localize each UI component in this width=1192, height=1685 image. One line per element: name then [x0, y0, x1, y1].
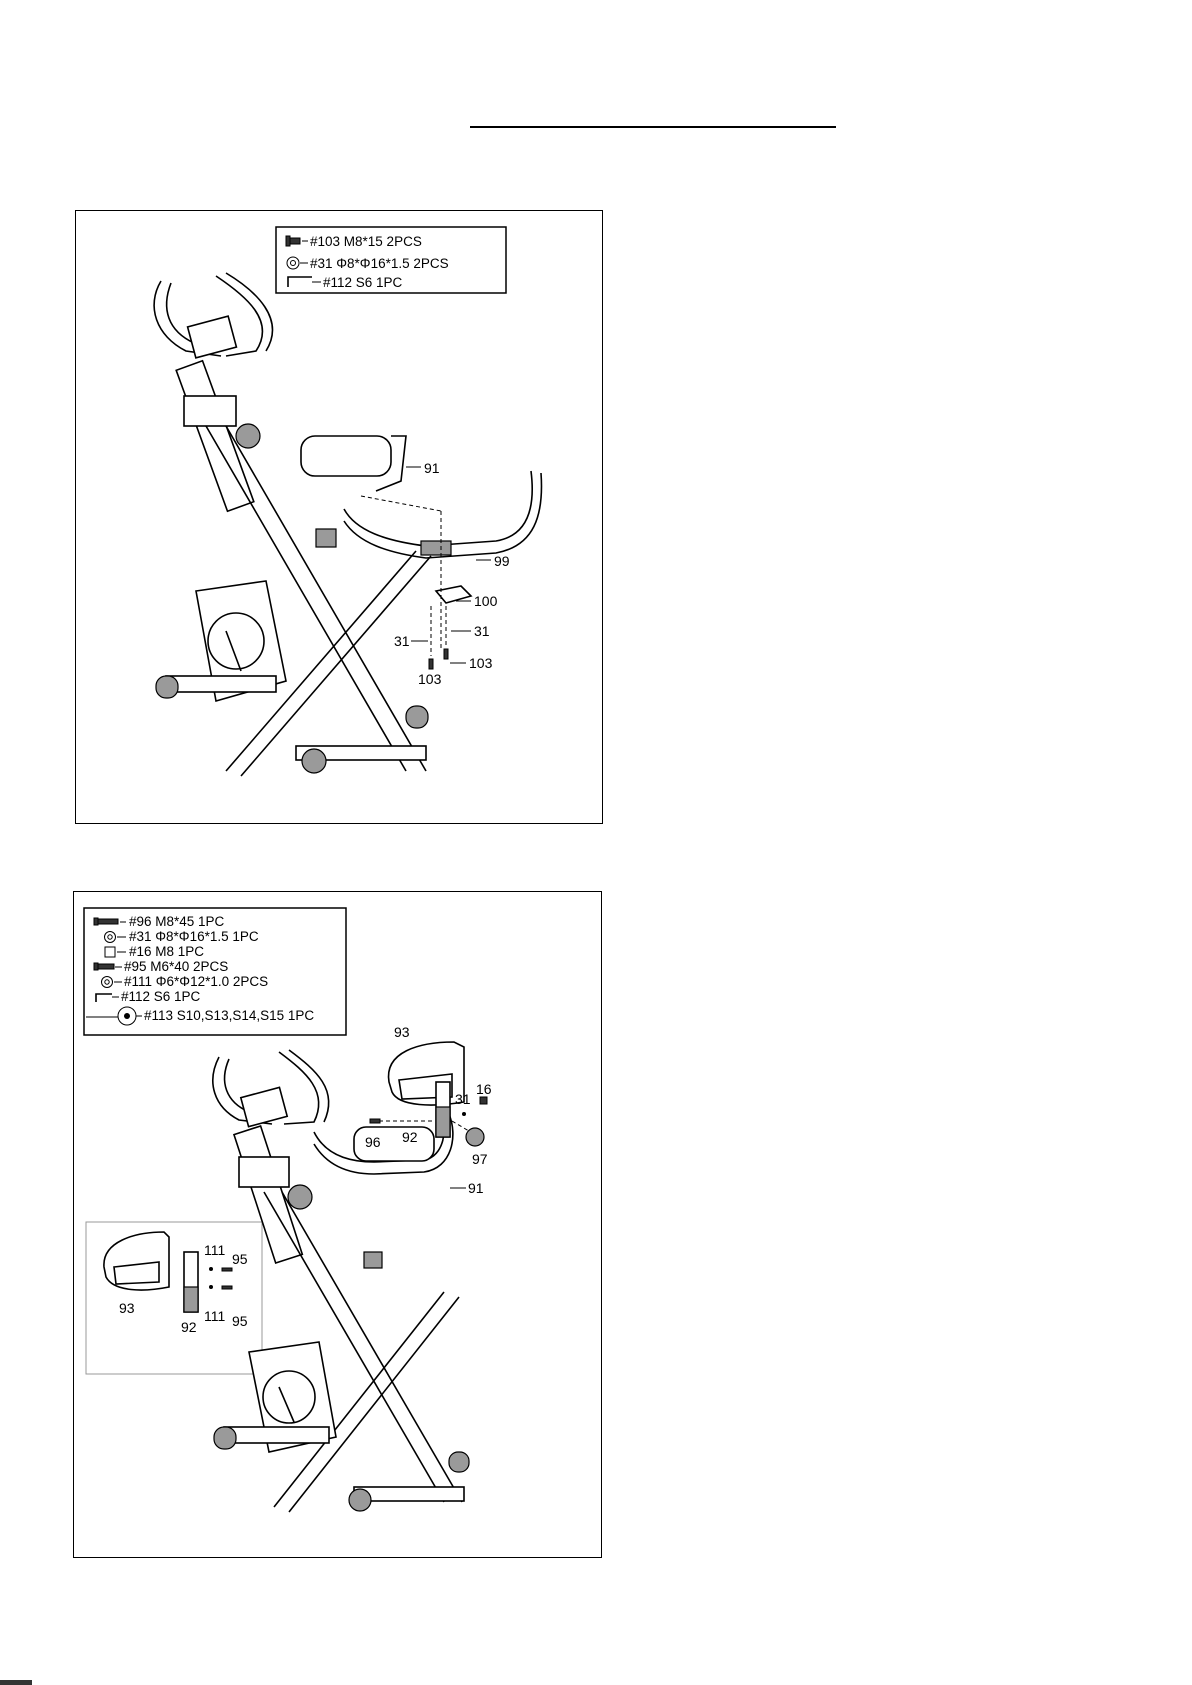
inset-callout-95-bottom: 95 [232, 1313, 248, 1329]
hardware-item-113: #113 S10,S13,S14,S15 1PC [144, 1008, 314, 1023]
bolt-icon [94, 963, 114, 970]
inset-callout-111-top: 111 [204, 1242, 225, 1258]
hardware-item-112: #112 S6 1PC [121, 989, 201, 1004]
hardware-item-96: #96 M8*45 1PC [129, 914, 225, 929]
nut-icon [105, 947, 115, 957]
callout-92: 92 [402, 1129, 418, 1145]
washer-icon [102, 977, 113, 988]
inset-callout-95-top: 95 [232, 1251, 248, 1267]
callout-97: 97 [472, 1151, 488, 1167]
washer-icon [105, 932, 116, 943]
assembly-diagram-2: #96 M8*45 1PC #31 Φ8*Φ16*1.5 1PC #16 M8 … [74, 892, 600, 1556]
callout-93: 93 [394, 1024, 410, 1040]
callout-31-right: 31 [474, 623, 490, 639]
hardware-item-31: #31 Φ8*Φ16*1.5 1PC [129, 929, 259, 944]
callout-31-left: 31 [394, 633, 410, 649]
inset-detail-box [86, 1222, 262, 1374]
callout-91: 91 [468, 1180, 484, 1196]
hardware-item-95: #95 M6*40 2PCS [124, 959, 228, 974]
washer-icon [287, 257, 299, 269]
hardware-item-112: #112 S6 1PC [323, 275, 403, 290]
page-edge-mark [0, 1680, 32, 1685]
callout-96: 96 [365, 1134, 381, 1150]
inset-callout-111-bottom: 111 [204, 1308, 225, 1324]
bolt-icon [94, 918, 118, 925]
inset-callout-92: 92 [181, 1319, 197, 1335]
title-underline [470, 126, 836, 128]
hardware-item-103: #103 M8*15 2PCS [310, 234, 422, 249]
callout-31: 31 [455, 1091, 471, 1107]
assembly-step-seat-handlebar-panel: #103 M8*15 2PCS #31 Φ8*Φ16*1.5 2PCS #112… [75, 210, 603, 824]
hardware-item-111: #111 Φ6*Φ12*1.0 2PCS [124, 974, 268, 989]
callout-100: 100 [474, 593, 498, 609]
callout-91: 91 [424, 460, 440, 476]
bolt-icon [286, 236, 300, 246]
callout-99: 99 [494, 553, 510, 569]
exercise-bike-illustration [154, 273, 431, 776]
hardware-item-16: #16 M8 1PC [129, 944, 204, 959]
assembly-step-backrest-panel: #96 M8*45 1PC #31 Φ8*Φ16*1.5 1PC #16 M8 … [73, 891, 602, 1558]
assembly-diagram-1: #103 M8*15 2PCS #31 Φ8*Φ16*1.5 2PCS #112… [76, 211, 601, 822]
hardware-item-31: #31 Φ8*Φ16*1.5 2PCS [310, 256, 449, 271]
callout-103-left: 103 [418, 671, 442, 687]
inset-callout-93: 93 [119, 1300, 135, 1316]
callout-103-right: 103 [469, 655, 493, 671]
exploded-parts-step1 [344, 471, 541, 669]
callout-16: 16 [476, 1081, 492, 1097]
